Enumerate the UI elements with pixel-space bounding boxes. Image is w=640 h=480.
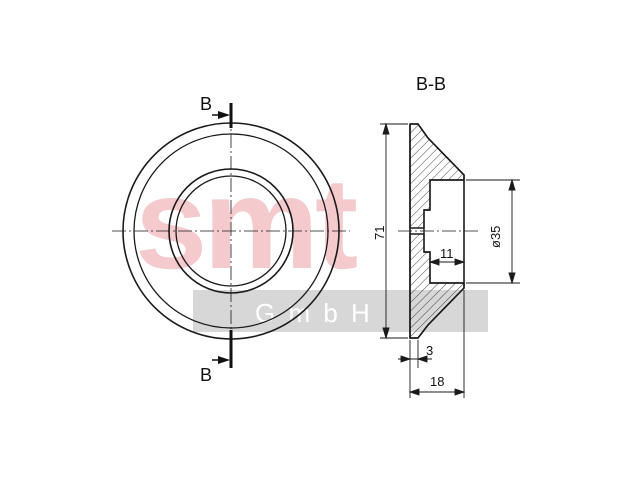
dim-bore-diameter xyxy=(466,178,520,285)
section-outline xyxy=(409,123,465,339)
dim-width-label: 18 xyxy=(430,374,444,389)
section-title: B-B xyxy=(416,74,446,94)
section-label-bottom: B xyxy=(200,365,212,385)
dim-bore-diameter-label: ø35 xyxy=(488,226,503,248)
front-center-lines xyxy=(112,112,350,350)
dim-flange xyxy=(398,340,432,398)
watermark-company: G m b H xyxy=(255,298,373,328)
dim-flange-label: 3 xyxy=(426,343,433,358)
section-hatch-top xyxy=(409,123,465,229)
dim-height xyxy=(380,122,408,340)
watermark-logo: smt xyxy=(135,150,357,296)
dim-width xyxy=(408,290,466,398)
section-view xyxy=(398,123,478,339)
section-marker-bottom: B xyxy=(200,330,233,385)
dim-bore-depth xyxy=(428,258,466,266)
dim-height-label: 71 xyxy=(372,226,387,240)
section-marker-top: B xyxy=(200,94,233,128)
dim-bore-depth-label: 11 xyxy=(440,246,454,261)
bore-outline xyxy=(423,179,464,284)
bore-circle-inner xyxy=(175,175,287,287)
section-label-top: B xyxy=(200,94,212,114)
